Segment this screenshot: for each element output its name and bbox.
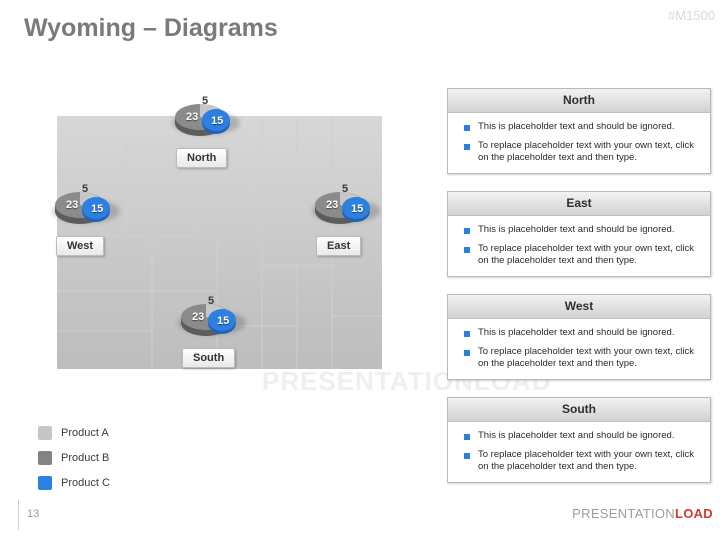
bullet-item: To replace placeholder text with your ow… — [460, 346, 700, 371]
value-product-c-south: 15 — [217, 315, 230, 327]
legend-item-product-a: Product A — [38, 420, 110, 445]
bullet-item: This is placeholder text and should be i… — [460, 121, 700, 134]
footer-divider — [18, 500, 25, 530]
pie-chart-south: 5 23 15 — [176, 295, 248, 339]
pie-svg — [315, 192, 370, 224]
bullet-text: This is placeholder text and should be i… — [478, 430, 675, 441]
pie-svg — [55, 192, 110, 224]
bullet-text: This is placeholder text and should be i… — [478, 224, 675, 235]
map-marker-south[interactable]: 5 23 15 South — [176, 295, 248, 368]
brand-light-text: PRESENTATION — [572, 506, 675, 521]
value-product-b-west: 23 — [66, 199, 79, 211]
legend-item-product-c: Product C — [38, 470, 110, 495]
map-marker-north[interactable]: 5 23 15 North — [170, 95, 242, 168]
value-product-c-west: 15 — [91, 203, 104, 215]
value-product-c-north: 15 — [211, 115, 224, 127]
panel-body: This is placeholder text and should be i… — [448, 319, 710, 385]
bullet-text: To replace placeholder text with your ow… — [478, 345, 694, 370]
bullet-square-icon — [464, 349, 470, 356]
bullet-square-icon — [464, 331, 470, 337]
legend: Product A Product B Product C — [38, 420, 110, 495]
legend-label: Product A — [61, 426, 109, 439]
bullet-text: This is placeholder text and should be i… — [478, 121, 675, 132]
value-product-c-east: 15 — [351, 203, 364, 215]
panel-title: South — [448, 398, 710, 422]
bullet-item: To replace placeholder text with your ow… — [460, 140, 700, 165]
value-product-b-north: 23 — [186, 111, 199, 123]
brand-logo: PRESENTATIONLOAD — [572, 506, 713, 521]
legend-swatch-icon — [38, 450, 52, 465]
bullet-text: To replace placeholder text with your ow… — [478, 448, 694, 473]
bullet-item: This is placeholder text and should be i… — [460, 327, 700, 340]
value-product-a-east: 5 — [342, 183, 349, 195]
pie-svg — [181, 304, 236, 336]
panel-north[interactable]: North This is placeholder text and shoul… — [447, 88, 711, 174]
map-marker-east[interactable]: 5 23 15 East — [310, 183, 382, 256]
legend-item-product-b: Product B — [38, 445, 110, 470]
panel-title: East — [448, 192, 710, 216]
page-number: 13 — [27, 508, 40, 520]
panel-body: This is placeholder text and should be i… — [448, 113, 710, 179]
pie-svg — [175, 104, 230, 136]
bullet-item: This is placeholder text and should be i… — [460, 224, 700, 237]
legend-label: Product C — [61, 476, 110, 489]
bullet-text: To replace placeholder text with your ow… — [478, 242, 694, 267]
page-title: Wyoming – Diagrams — [24, 14, 278, 42]
bullet-square-icon — [464, 434, 470, 440]
pie-chart-north: 5 23 15 — [170, 95, 242, 139]
legend-swatch-icon — [38, 475, 52, 490]
panel-title: North — [448, 89, 710, 113]
bullet-item: This is placeholder text and should be i… — [460, 430, 700, 443]
map-label-east[interactable]: East — [316, 236, 362, 256]
value-product-a-west: 5 — [82, 183, 89, 195]
bullet-square-icon — [464, 125, 470, 131]
map-label-north[interactable]: North — [176, 148, 228, 168]
bullet-square-icon — [464, 143, 470, 150]
value-product-a-south: 5 — [208, 295, 215, 307]
map-marker-west[interactable]: 5 23 15 West — [50, 183, 122, 256]
panel-body: This is placeholder text and should be i… — [448, 422, 710, 488]
brand-bold-text: LOAD — [674, 506, 713, 521]
panel-west[interactable]: West This is placeholder text and should… — [447, 294, 711, 380]
panel-south[interactable]: South This is placeholder text and shoul… — [447, 397, 711, 483]
map-label-west[interactable]: West — [56, 236, 105, 256]
panel-body: This is placeholder text and should be i… — [448, 216, 710, 282]
panel-title: West — [448, 295, 710, 319]
bullet-square-icon — [464, 452, 470, 459]
value-product-b-east: 23 — [326, 199, 339, 211]
pie-chart-west: 5 23 15 — [50, 183, 122, 227]
panel-east[interactable]: East This is placeholder text and should… — [447, 191, 711, 277]
value-product-a-north: 5 — [202, 95, 209, 107]
bullet-square-icon — [464, 228, 470, 234]
template-code: #M1500 — [668, 8, 715, 23]
value-product-b-south: 23 — [192, 311, 205, 323]
legend-label: Product B — [61, 451, 110, 464]
bullet-square-icon — [464, 246, 470, 253]
bullet-item: To replace placeholder text with your ow… — [460, 243, 700, 268]
legend-swatch-icon — [38, 425, 52, 440]
bullet-text: To replace placeholder text with your ow… — [478, 139, 694, 164]
map-label-south[interactable]: South — [182, 348, 236, 368]
pie-chart-east: 5 23 15 — [310, 183, 382, 227]
bullet-item: To replace placeholder text with your ow… — [460, 449, 700, 474]
bullet-text: This is placeholder text and should be i… — [478, 327, 675, 338]
